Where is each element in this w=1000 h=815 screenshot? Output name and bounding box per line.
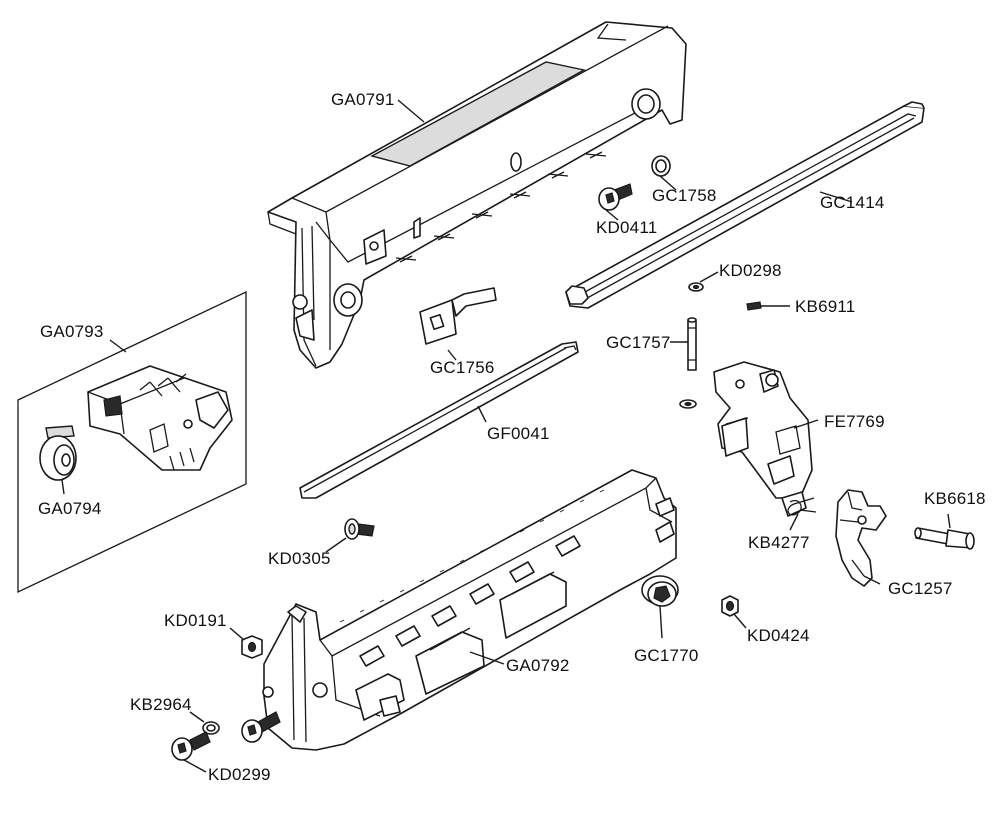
leader-kb2964 [189, 711, 205, 723]
part-kd0424 [721, 595, 739, 617]
part-kd0191 [241, 635, 263, 659]
part-kb6911 [746, 301, 762, 311]
part-ga0791 [267, 21, 687, 369]
leader-kd0299 [183, 759, 207, 773]
label-ga0792: GA0792 [506, 656, 570, 675]
part-kd0299 [171, 711, 281, 761]
label-ga0793: GA0793 [40, 322, 104, 341]
leader-gc1257 [863, 575, 881, 585]
leader-kd0191 [229, 627, 245, 641]
part-gc1758 [651, 155, 671, 177]
label-kb6618: KB6618 [924, 489, 986, 508]
label-kb6911: KB6911 [795, 297, 856, 316]
leader-gf0041 [477, 405, 487, 423]
label-kd0424: KD0424 [747, 626, 810, 645]
part-fe7769 [679, 361, 813, 517]
part-kb6618 [914, 527, 975, 550]
leader-kd0424 [733, 613, 747, 629]
part-kb4277 [787, 497, 817, 516]
part-gf0041 [299, 341, 579, 499]
part-gc1756 [419, 287, 497, 345]
label-kd0299: KD0299 [208, 765, 271, 784]
label-fe7769: FE7769 [824, 412, 885, 431]
leader-kb6618 [947, 513, 951, 529]
label-gf0041: GF0041 [487, 424, 550, 443]
part-kb2964 [202, 721, 220, 735]
leader-gc1414 [819, 191, 853, 203]
leader-gc1758 [659, 175, 677, 191]
leader-gc1770 [659, 605, 663, 639]
part-ga0793-box [17, 290, 247, 594]
leader-lines [61, 99, 951, 773]
label-gc1414: GC1414 [820, 193, 885, 212]
part-kd0305 [344, 518, 375, 540]
leader-ga0792 [469, 651, 505, 665]
label-gc1756: GC1756 [430, 358, 495, 377]
label-kd0298: KD0298 [719, 261, 782, 280]
label-kb2964: KB2964 [130, 695, 192, 714]
label-kd0411: KD0411 [596, 218, 658, 237]
label-gc1770: GC1770 [634, 646, 699, 665]
part-kd0298 [688, 282, 704, 292]
label-kd0305: KD0305 [268, 549, 331, 568]
part-gc1757 [687, 317, 697, 371]
part-ga0793 [87, 365, 233, 471]
part-ga0792 [262, 469, 677, 751]
part-ga0794 [39, 425, 77, 481]
leader-kd0411 [605, 209, 619, 221]
label-gc1257: GC1257 [888, 579, 953, 598]
leader-kd0298 [699, 271, 719, 283]
label-ga0791: GA0791 [331, 90, 395, 109]
label-kd0191: KD0191 [164, 611, 227, 630]
part-kd0411 [598, 183, 633, 211]
label-gc1758: GC1758 [652, 186, 717, 205]
leader-ga0793 [109, 339, 127, 353]
label-kb4277: KB4277 [748, 533, 810, 552]
leader-ga0794 [61, 479, 65, 495]
label-ga0794: GA0794 [38, 499, 102, 518]
leader-kd0305 [325, 537, 347, 553]
leader-fe7769 [793, 419, 819, 429]
part-gc1770 [641, 575, 679, 607]
leader-ga0791 [397, 99, 425, 123]
part-gc1414 [565, 101, 925, 309]
leader-kb4277 [789, 513, 799, 531]
part-gc1257 [835, 489, 887, 587]
leader-gc1756 [447, 349, 457, 361]
label-gc1757: GC1757 [606, 333, 671, 352]
